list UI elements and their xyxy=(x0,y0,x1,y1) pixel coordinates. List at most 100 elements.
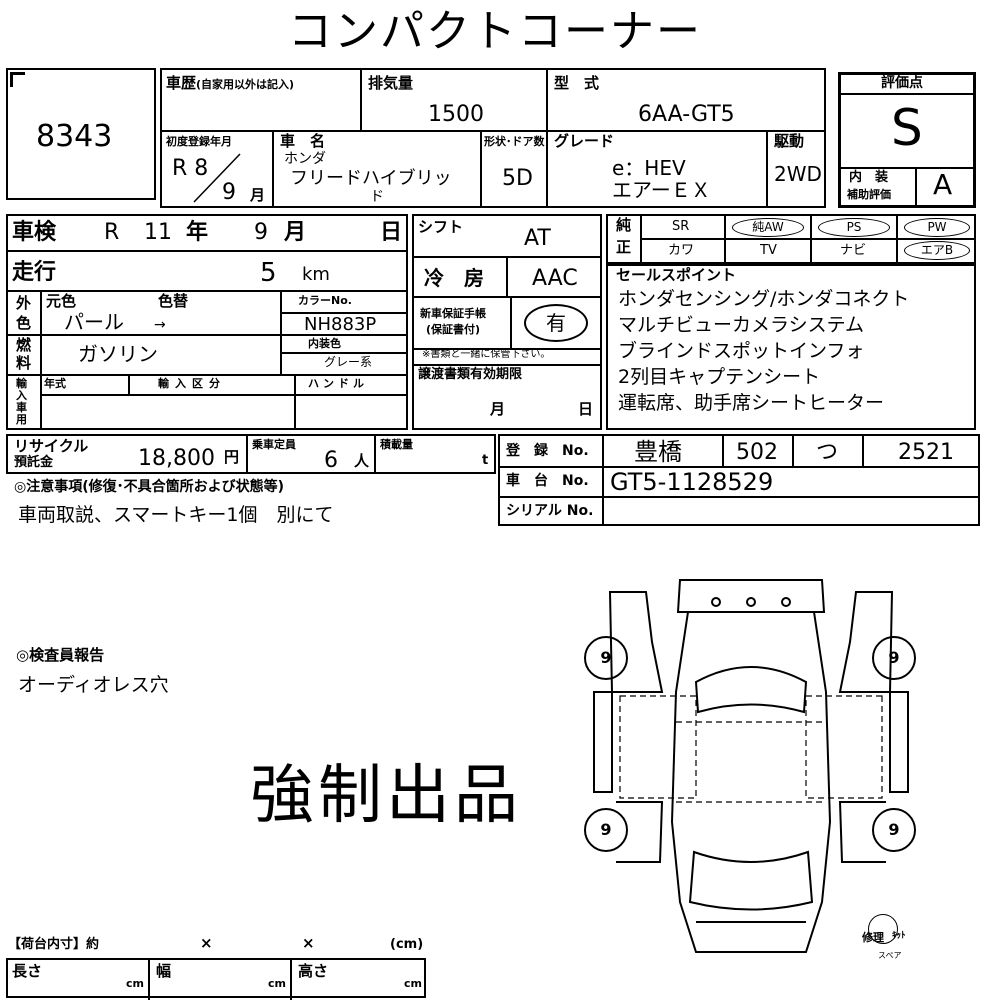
inspection-day-unit: 日 xyxy=(380,220,403,245)
equip-navi: ナビ xyxy=(840,243,867,258)
model-label: 型 式 xyxy=(554,74,600,92)
mileage-value: 5 xyxy=(260,258,277,288)
warranty-label1: 新車保証手帳 xyxy=(420,307,486,320)
recycle-label2: 預託金 xyxy=(14,455,54,470)
capacity-unit: 人 xyxy=(354,452,370,470)
recycle-label1: リサイクル xyxy=(14,437,89,455)
sales-point-2: マルチビューカメラシステム xyxy=(618,314,865,336)
equip-ps-circled: PS xyxy=(818,218,890,237)
registration-number: 2521 xyxy=(898,440,954,465)
fuel-value: ガソリン xyxy=(78,342,158,366)
tire-rear-left: 9 xyxy=(584,808,628,852)
vehicle-info-block: 車歴(自家用以外は記入) 排気量 1500 型 式 6AA-GT5 初度登録年月… xyxy=(160,68,826,208)
displacement-label: 排気量 xyxy=(368,74,414,92)
warranty-oval: 有 xyxy=(524,304,588,342)
car-diagram xyxy=(593,579,909,953)
cargo-x2: × xyxy=(302,934,315,952)
equipment-label1: 純 xyxy=(616,216,632,234)
color-no-label: カラーNo. xyxy=(298,294,352,307)
inspection-year-unit: 年 xyxy=(186,220,209,245)
exterior-label2: 色 xyxy=(16,314,32,332)
inspection-month-unit: 月 xyxy=(284,220,307,245)
first-reg-year: R 8 xyxy=(172,156,209,181)
cargo-unit: (cm) xyxy=(390,937,424,952)
warranty-note: ※書類と一緒に保管下さい。 xyxy=(422,349,551,360)
transfer-label: 譲渡書類有効期限 xyxy=(418,367,523,382)
car-name-label: 車 名 xyxy=(280,132,326,150)
orig-color-value: パール xyxy=(64,310,124,334)
forced-listing-stamp: 強制出品 xyxy=(250,759,522,833)
transfer-month-unit: 月 xyxy=(490,400,506,418)
drive-value: 2WD xyxy=(774,162,822,186)
grade-line1: e：HEV xyxy=(612,156,686,180)
notes-label: ◎注意事項(修復･不具合箇所および状態等) xyxy=(14,479,285,495)
sales-point-1: ホンダセンシング/ホンダコネクト xyxy=(618,288,910,310)
first-reg-month-unit: 月 xyxy=(250,186,266,204)
cargo-label: 【荷台内寸】約 xyxy=(8,937,100,952)
color-no-value: NH883P xyxy=(304,314,377,335)
chassis-value: GT5-1128529 xyxy=(610,468,774,496)
drive-label: 駆動 xyxy=(774,132,805,150)
sales-points-box: セールスポイント ホンダセンシング/ホンダコネクト マルチビューカメラシステム … xyxy=(606,264,976,430)
model-value: 6AA-GT5 xyxy=(638,102,735,127)
sales-points-label: セールスポイント xyxy=(616,266,737,284)
import-class-label: 輸入区分 xyxy=(158,377,226,390)
chassis-label: 車 台 No. xyxy=(506,473,589,489)
inspector-text: オーディオレス穴 xyxy=(18,674,169,696)
lot-corner-mark xyxy=(10,72,25,87)
equip-airbag-circled: エアB xyxy=(904,241,970,260)
cargo-dimensions-row: 長さ cm 幅 cm 高さ cm xyxy=(6,958,426,1000)
registration-place: 豊橋 xyxy=(634,438,682,466)
inspector-label: ◎検査員報告 xyxy=(16,646,105,664)
recycle-row: リサイクル 預託金 18,800 円 乗車定員 6 人 積載量 t xyxy=(6,434,496,474)
grade-label: グレード xyxy=(554,132,615,150)
capacity-label: 乗車定員 xyxy=(252,438,296,451)
interior-color-label: 内装色 xyxy=(308,337,341,350)
color-change-label: 色替 xyxy=(158,292,189,310)
equip-pw-circled: PW xyxy=(904,218,970,237)
lot-number: 8343 xyxy=(36,119,113,154)
warranty-value: 有 xyxy=(546,311,566,335)
score-box: 評価点 S 内 装 補助評価 A xyxy=(838,72,976,208)
equip-aw-circled: 純AW xyxy=(732,218,804,237)
tire-rear-right: 9 xyxy=(872,808,916,852)
inspection-month: 9 xyxy=(254,220,268,245)
car-name-line1: フリードハイブリッ xyxy=(290,168,452,189)
shift-label: シフト xyxy=(418,218,464,236)
serial-label: シリアル No. xyxy=(506,503,594,519)
load-label: 積載量 xyxy=(380,438,413,451)
shift-ac-block: シフト AT 冷 房 AAC 新車保証手帳 (保証書付) 有 ※書類と一緒に保管… xyxy=(412,214,602,430)
displacement-value: 1500 xyxy=(428,102,484,127)
recycle-unit: 円 xyxy=(224,448,240,466)
score-value: S xyxy=(891,99,923,157)
import-handle-label: ハンドル xyxy=(308,377,368,390)
capacity-value: 6 xyxy=(324,448,338,473)
equip-sr: SR xyxy=(672,219,690,234)
tire-front-left: 9 xyxy=(584,636,628,680)
import-label: 輸入車用 xyxy=(16,377,27,426)
ac-label: 冷 房 xyxy=(424,266,484,290)
car-maker: ホンダ xyxy=(284,151,326,167)
transfer-day-unit: 日 xyxy=(578,400,594,418)
sales-point-4: 2列目キャプテンシート xyxy=(618,366,821,388)
registration-label: 登 録 No. xyxy=(506,443,589,459)
equipment-block: 純 正 SR 純AW PS PW カワ TV ナビ エアB xyxy=(606,214,976,264)
interior-score-label2: 補助評価 xyxy=(847,188,891,201)
cargo-length-label: 長さ xyxy=(12,962,43,980)
equip-leather: カワ xyxy=(668,243,695,258)
score-label: 評価点 xyxy=(881,75,923,91)
repair-kit-line3: スペア xyxy=(878,951,902,960)
cargo-length-unit: cm xyxy=(126,977,144,990)
fuel-label2: 料 xyxy=(16,354,32,372)
mileage-unit: km xyxy=(302,264,330,285)
equipment-label2: 正 xyxy=(616,238,632,256)
interior-score-label1: 内 装 xyxy=(849,170,889,185)
lot-box: 8343 xyxy=(6,68,156,200)
shift-value: AT xyxy=(524,226,551,251)
car-name-line2: ド xyxy=(370,189,384,205)
repair-kit-line1: 修理 xyxy=(862,931,884,944)
import-year-label: 年式 xyxy=(44,377,66,390)
first-reg-label: 初度登録年月 xyxy=(166,135,232,148)
sales-point-3: ブラインドスポットインフォ xyxy=(618,340,865,362)
repair-kit-line2: ｷｯﾄ xyxy=(892,931,906,941)
